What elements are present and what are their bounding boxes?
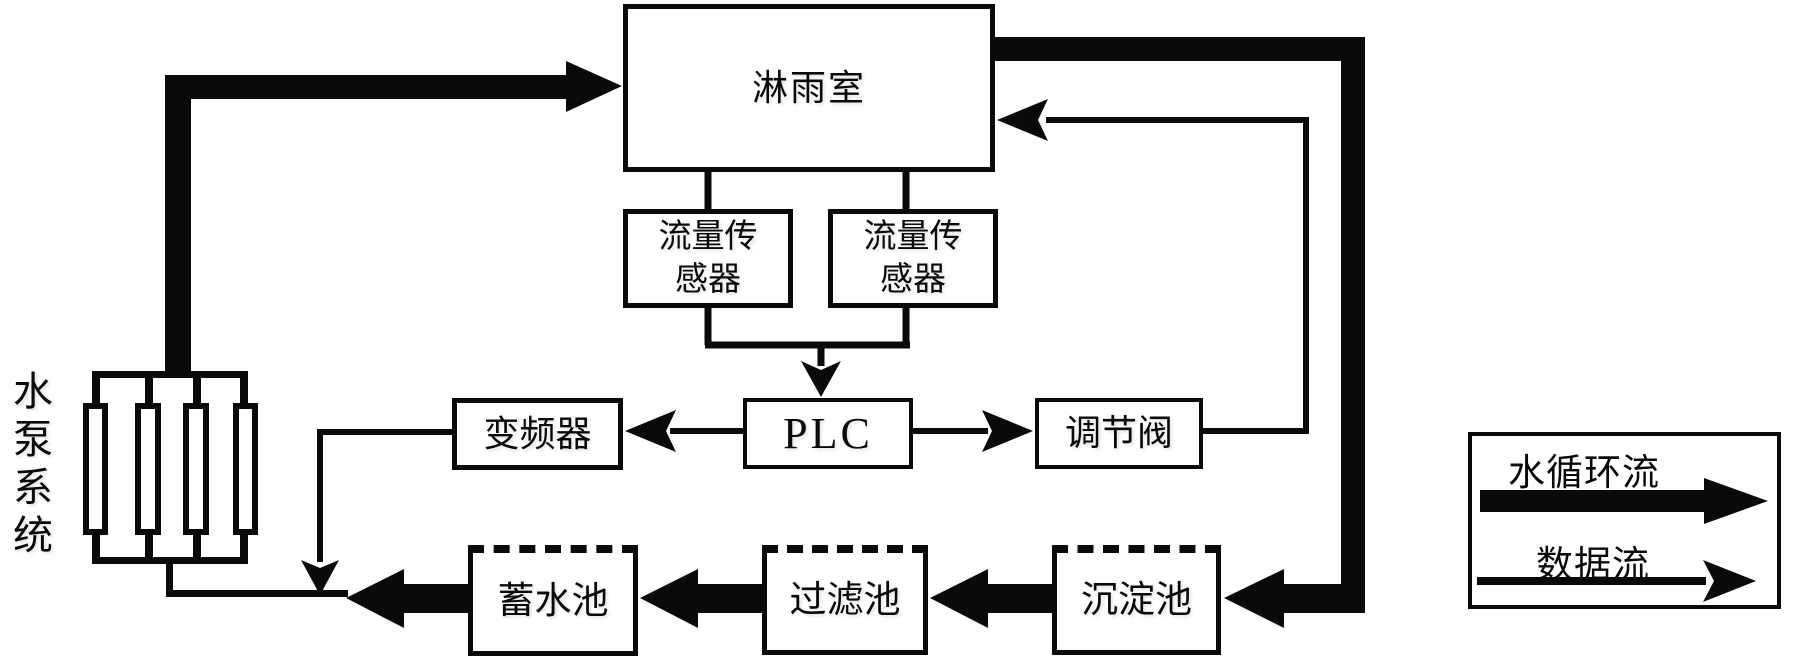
filter-pool-label: 过滤池 — [789, 580, 901, 622]
water-arrowhead-into-sediment-pool — [1224, 569, 1284, 628]
water-arrowhead-into-filter-pool — [930, 569, 988, 628]
pump-unit — [83, 403, 108, 535]
node-filter-pool: 过滤池 — [762, 545, 928, 655]
pump-bottom-manifold — [92, 557, 248, 564]
water-line-filter-to-storage — [698, 584, 762, 613]
data-arrowhead-into-inverter — [625, 410, 676, 452]
pump-system-symbol — [83, 371, 348, 597]
water-arrowhead-into-storage-pool — [640, 569, 698, 628]
rain-room-label: 淋雨室 — [751, 67, 866, 108]
legend-water-flow-label: 水循环流 — [1508, 453, 1660, 494]
pump-unit — [233, 403, 258, 535]
pump-stub — [145, 375, 153, 407]
pump-stub — [92, 533, 100, 561]
data-arrowhead-into-pump-line — [301, 560, 339, 595]
node-storage-pool: 蓄水池 — [468, 545, 638, 656]
node-flow-sensor-left: 流量传 感器 — [623, 209, 793, 308]
water-line-sediment-to-filter — [988, 584, 1052, 613]
water-line-pump-riser — [165, 75, 191, 378]
data-arrowhead-into-rain-room — [997, 99, 1048, 141]
plc-label: PLC — [783, 409, 873, 458]
data-flow-lines — [301, 99, 1309, 595]
pump-stub — [193, 375, 201, 407]
node-regulating-valve: 调节阀 — [1035, 398, 1203, 469]
legend-box: 水循环流 数据流 — [1468, 432, 1781, 609]
storage-pool-label: 蓄水池 — [497, 580, 609, 622]
data-line-valve-to-rainroom — [1046, 117, 1309, 434]
data-arrowhead-into-valve — [982, 410, 1033, 452]
pump-stub — [92, 375, 100, 407]
pump-top-manifold — [92, 371, 248, 378]
water-line-storage-to-pump — [404, 584, 468, 613]
water-arrowhead-into-rain-room — [566, 61, 622, 112]
node-rain-room: 淋雨室 — [623, 4, 995, 172]
water-line-right-drop — [1341, 37, 1365, 613]
node-flow-sensor-right: 流量传 感器 — [828, 209, 998, 308]
node-inverter: 变频器 — [452, 398, 623, 470]
data-arrowhead-into-plc — [801, 361, 841, 397]
flow-sensor-left-label: 流量传 感器 — [658, 219, 758, 298]
water-line-top-right — [995, 37, 1365, 61]
sediment-pool-label: 沉淀池 — [1081, 580, 1192, 622]
pump-suction-pipe — [166, 590, 348, 597]
node-sediment-pool: 沉淀池 — [1052, 545, 1221, 655]
node-plc: PLC — [743, 398, 913, 469]
regulating-valve-label: 调节阀 — [1064, 413, 1173, 453]
pump-stub — [145, 533, 153, 561]
pump-stub — [193, 533, 201, 561]
water-line-to-sediment — [1284, 584, 1365, 613]
pump-unit — [135, 403, 161, 535]
pump-units — [83, 403, 258, 535]
water-arrowhead-into-pump-line — [346, 569, 404, 628]
inverter-label: 变频器 — [483, 413, 592, 454]
pump-outlet-drop — [166, 561, 173, 597]
pump-stub — [240, 533, 248, 561]
pump-unit — [183, 403, 209, 535]
flow-sensor-right-label: 流量传 感器 — [863, 219, 963, 298]
pump-system-label: 水泵系统 — [7, 370, 52, 562]
data-line-inverter-to-pump — [317, 429, 452, 562]
legend-data-flow-label: 数据流 — [1536, 545, 1650, 586]
water-line-top-left — [165, 75, 568, 99]
pump-stub — [240, 375, 248, 407]
